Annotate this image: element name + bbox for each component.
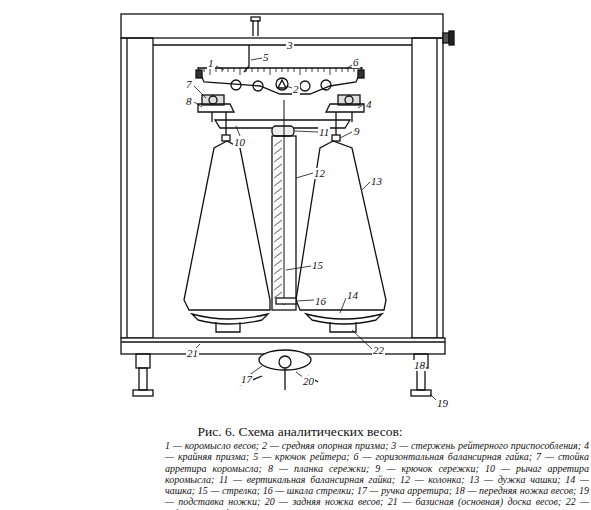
- callout-number: 6: [352, 57, 360, 68]
- callout-number: 5: [262, 52, 270, 63]
- callout-number: 4: [365, 99, 373, 110]
- legend-text: 1 — коромысло весов; 2 — средняя опорная…: [165, 440, 589, 510]
- callout-number: 12: [313, 168, 326, 179]
- callout-number: 15: [311, 260, 324, 271]
- callout-number: 19: [436, 398, 449, 409]
- callout-number: 22: [372, 345, 385, 356]
- callout-number: 16: [314, 296, 327, 307]
- callout-number: 11: [318, 127, 330, 138]
- callout-number: 13: [370, 176, 383, 187]
- callout-number: 8: [185, 96, 193, 107]
- figure-caption: Рис. 6. Схема аналитических весов:: [120, 424, 480, 440]
- callout-number: 3: [286, 40, 294, 51]
- callout-number: 2: [292, 84, 300, 95]
- callout-number: 7: [185, 79, 193, 90]
- callout-number: 10: [233, 137, 246, 148]
- callout-number: 1: [207, 58, 215, 69]
- callout-number: 18: [413, 360, 426, 371]
- callout-number: 21: [186, 348, 199, 359]
- callout-number: 20: [302, 376, 315, 387]
- callout-number: 17: [240, 374, 253, 385]
- callout-number: 14: [346, 290, 359, 301]
- callout-number: 9: [353, 126, 361, 137]
